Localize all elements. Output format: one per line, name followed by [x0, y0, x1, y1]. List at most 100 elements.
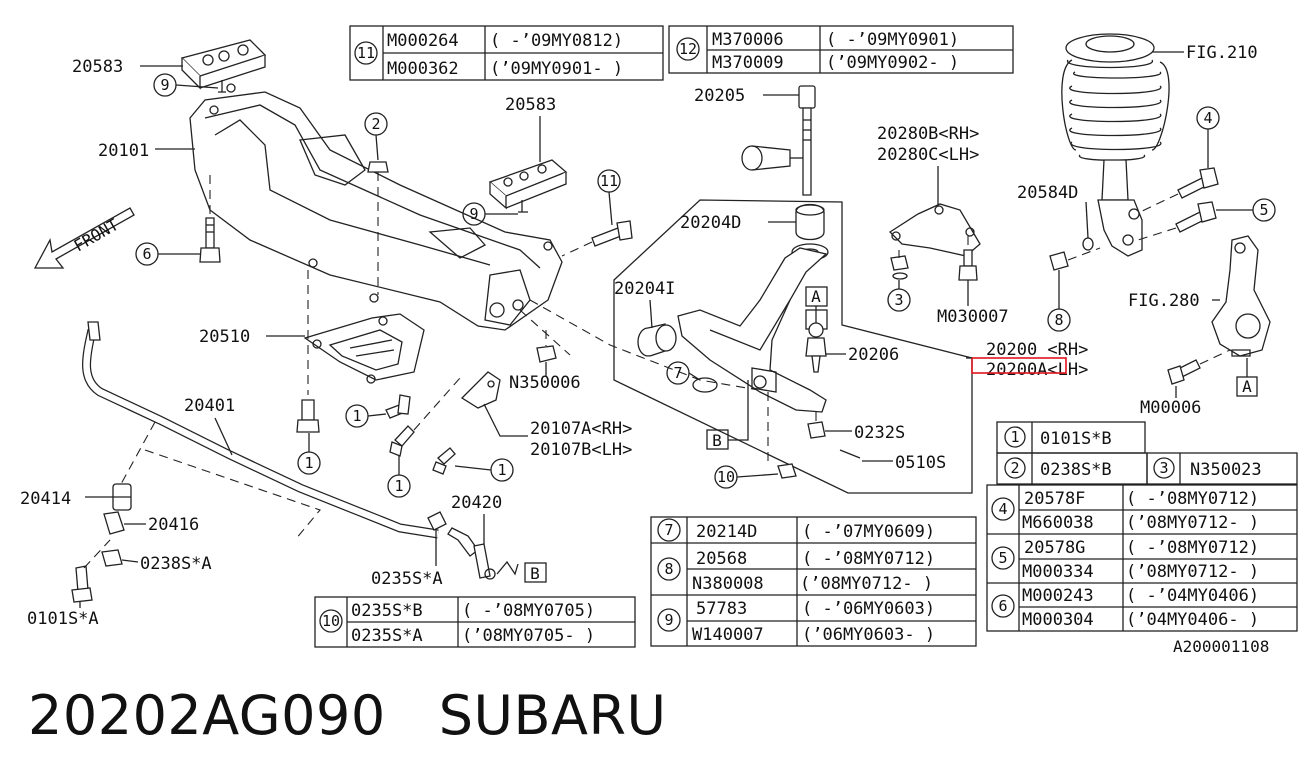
- table-11-part-1: M000264: [387, 31, 459, 51]
- callout-20107A: 20107A<RH>: [530, 419, 632, 439]
- table-789-8-part-2: N380008: [692, 574, 764, 594]
- callout-0510S: 0510S: [895, 453, 946, 473]
- table-456-6-date-2: (’04MY0406- ): [1126, 610, 1259, 630]
- callout-FIG280: FIG.280: [1128, 291, 1200, 311]
- table-456-4-date-2: (’08MY0712- ): [1126, 513, 1259, 533]
- ref-10: 10: [717, 468, 735, 486]
- table-456-ref-6: 6: [998, 597, 1007, 615]
- ref-5: 5: [1259, 201, 1268, 219]
- box-A-center: A: [811, 287, 821, 306]
- table-789-9-date-2: (’06MY0603- ): [802, 625, 935, 645]
- table-456-ref-5: 5: [998, 549, 1007, 567]
- bolt-20205: [798, 85, 816, 196]
- callout-20510: 20510: [199, 327, 250, 347]
- ref-11: 11: [600, 172, 618, 190]
- table-789-9-part-1: 57783: [696, 599, 747, 619]
- nut-0232S: [807, 421, 826, 439]
- part-footer: 20202AG090 SUBARU: [28, 684, 667, 747]
- table-10: 10 0235S*B ( -’08MY0705) 0235S*A (’08MY0…: [314, 596, 636, 648]
- ref-6: 6: [142, 245, 151, 263]
- bracket-20583-top: [180, 39, 267, 93]
- table-789-ref-7: 7: [664, 521, 673, 539]
- callout-20206: 20206: [848, 345, 899, 365]
- table-456-5-date-1: ( -’08MY0712): [1126, 538, 1259, 558]
- bolt-0101SA: [71, 565, 93, 603]
- callout-M030007: M030007: [937, 307, 1009, 327]
- table-10-ref: 10: [322, 612, 340, 630]
- table-456-5-part-2: M000334: [1022, 562, 1094, 582]
- highlight-20200A: [971, 357, 1067, 374]
- table-10-part-2: 0235S*A: [351, 626, 423, 646]
- nut-0238SA: [101, 549, 123, 567]
- bracket-20280: [888, 203, 981, 257]
- table-789-ref-9: 9: [664, 611, 673, 629]
- callout-0238SA: 0238S*A: [140, 554, 212, 574]
- bracket-20416: [103, 511, 125, 535]
- callout-20416: 20416: [148, 515, 199, 535]
- lower-arm-20200: [677, 247, 828, 413]
- bushing-20204I: [637, 323, 677, 357]
- table-789-9-part-2: W140007: [692, 625, 764, 645]
- stabilizer-bar-20401: [82, 321, 439, 539]
- table-789-8-date-1: ( -’08MY0712): [802, 549, 935, 569]
- table-10-date-2: (’08MY0705- ): [462, 626, 595, 646]
- table-11-ref: 11: [357, 44, 375, 62]
- front-label: FRONT: [71, 215, 123, 256]
- bolt-11: [591, 220, 633, 247]
- table-456-4-date-1: ( -’08MY0712): [1126, 489, 1259, 509]
- washer-12: [741, 145, 791, 171]
- table-789-ref-8: 8: [664, 560, 673, 578]
- callout-M00006: M00006: [1140, 398, 1201, 418]
- table-123-ref-1: 1: [1010, 428, 1019, 446]
- bracket-20583-mid: [488, 159, 568, 213]
- crossmember-20101: [189, 83, 563, 331]
- callout-0101SA: 0101S*A: [27, 609, 99, 629]
- table-12-part-1: M370006: [712, 30, 784, 50]
- callout-20204D: 20204D: [680, 213, 741, 233]
- knuckle-fig280: [1211, 235, 1271, 357]
- bolt-4: [1177, 167, 1219, 199]
- ref-8: 8: [1054, 311, 1063, 329]
- table-456-5-date-2: (’08MY0712- ): [1126, 562, 1259, 582]
- diagram-id: A200001108: [1173, 637, 1269, 656]
- table-12-ref: 12: [679, 40, 697, 58]
- table-11-date-1: ( -’09MY0812): [490, 31, 623, 51]
- footer-brand: SUBARU: [438, 684, 667, 747]
- callout-FIG210: FIG.210: [1186, 43, 1258, 63]
- table-10-date-1: ( -’08MY0705): [462, 601, 595, 621]
- table-12-date-2: (’09MY0902- ): [826, 53, 959, 73]
- bolt-1-d: [432, 447, 456, 475]
- bolt-M00006: [1167, 359, 1201, 385]
- stabilizer-link-20420: [427, 511, 496, 580]
- ref-1-b: 1: [352, 407, 361, 425]
- table-456-4-part-1: 20578F: [1024, 489, 1085, 509]
- ref-7: 7: [673, 364, 682, 382]
- ref-2: 2: [371, 115, 380, 133]
- table-123: 1 0101S*B 2 0238S*B 3 N350023: [996, 421, 1298, 485]
- callout-20583-top: 20583: [72, 57, 123, 77]
- table-456-4-part-2: M660038: [1022, 513, 1094, 533]
- box-B-lower: B: [530, 564, 540, 583]
- table-456-6-part-1: M000243: [1022, 586, 1094, 606]
- table-12-date-1: ( -’09MY0901): [826, 30, 959, 50]
- bolt-1-b: [385, 394, 411, 419]
- callout-20583-mid: 20583: [505, 95, 556, 115]
- nut-8: [1049, 251, 1069, 271]
- bolt-M030007: [958, 249, 978, 281]
- table-456-6-part-2: M000304: [1022, 610, 1094, 630]
- table-11-date-2: (’09MY0901- ): [490, 59, 623, 79]
- table-10-part-1: 0235S*B: [351, 601, 423, 621]
- callout-N350006: N350006: [509, 373, 581, 393]
- callout-20414: 20414: [20, 489, 71, 509]
- ref-1-a: 1: [304, 454, 313, 472]
- callout-20584D: 20584D: [1017, 183, 1078, 203]
- bolt-5: [1175, 201, 1217, 233]
- table-12-part-2: M370009: [712, 53, 784, 73]
- nut-3: [890, 255, 909, 280]
- callout-20101: 20101: [98, 141, 149, 161]
- bolt-6: [199, 217, 221, 263]
- washer-20584D: [1082, 237, 1094, 251]
- callout-0235SA: 0235S*A: [371, 569, 443, 589]
- bracket-20107: [460, 371, 501, 409]
